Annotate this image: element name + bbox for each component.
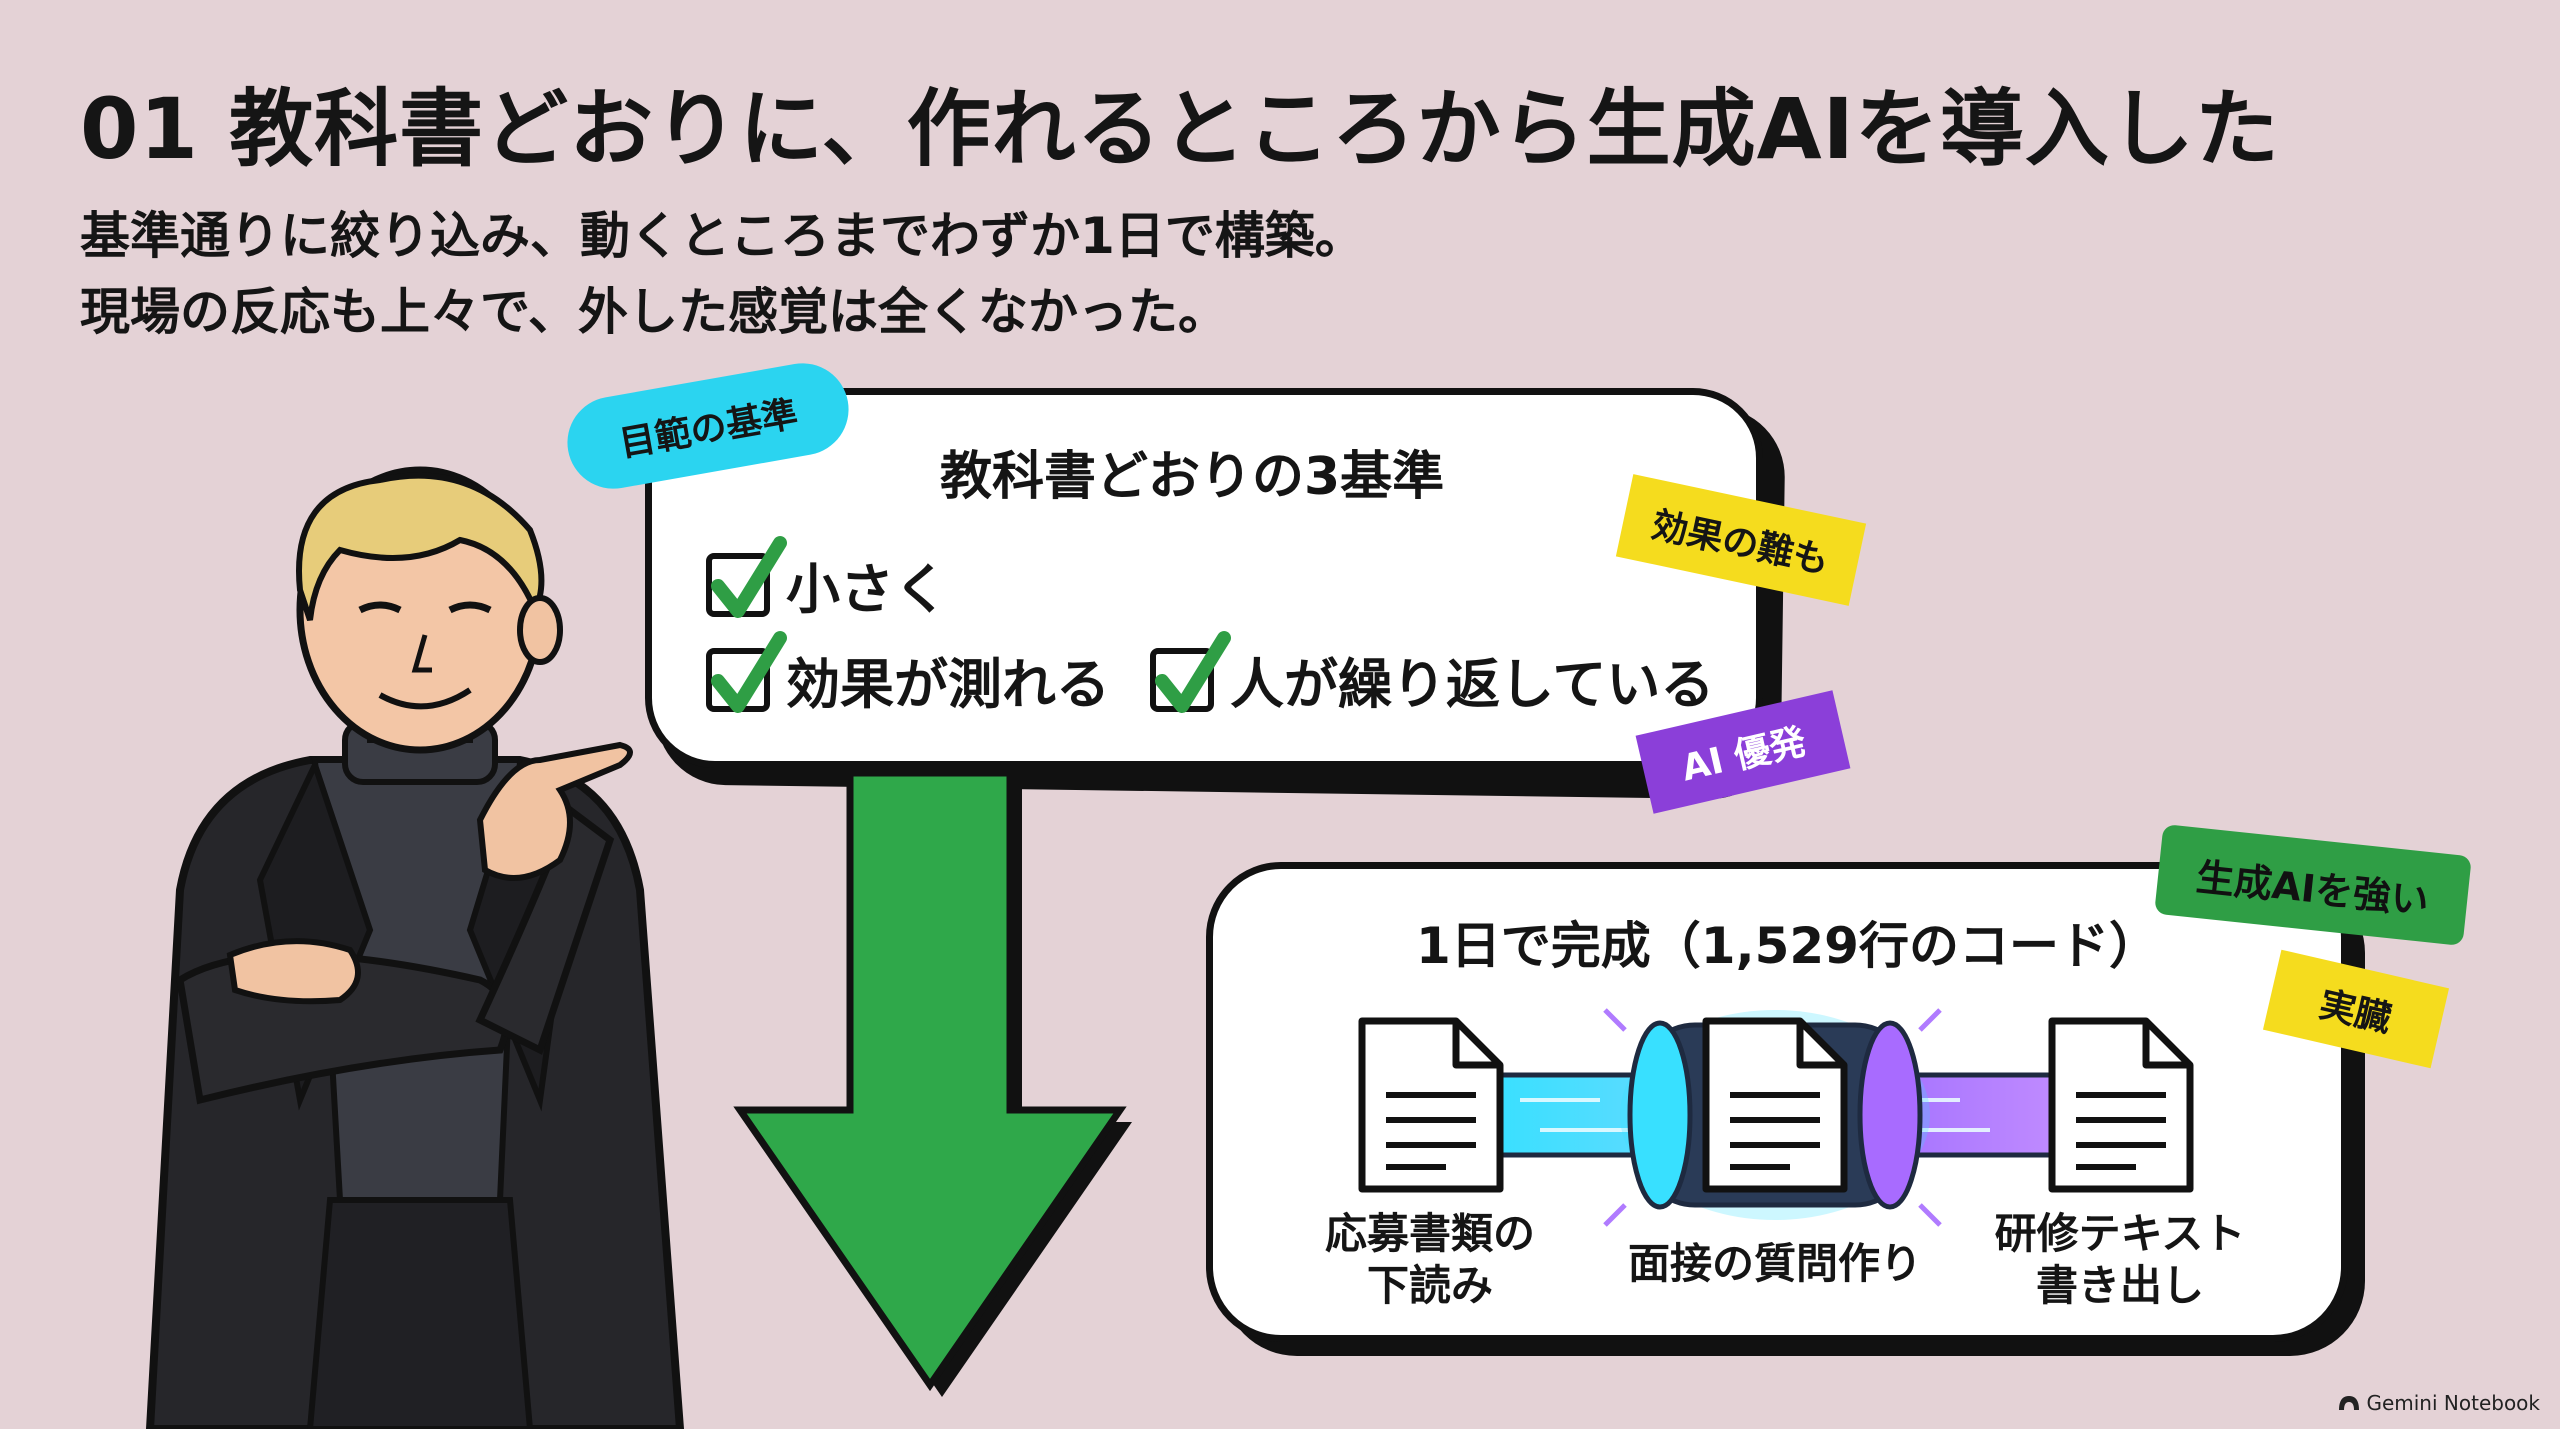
page-title: 01 教科書どおりに、作れるところから生成AIを導入した (80, 80, 2280, 178)
checkmark-icon (706, 630, 787, 713)
logo-icon (2339, 1396, 2360, 1410)
document-icon (2048, 1017, 2194, 1193)
criteria-item-small: 小さく (706, 535, 948, 624)
criteria-item-label: 小さく (786, 558, 948, 621)
logo-text: Gemini Notebook (2366, 1391, 2540, 1415)
criteria-item-label: 人が繰り返している (1230, 653, 1715, 716)
doc-label-application-review: 応募書類の 下読み (1324, 1209, 1535, 1310)
document-icon (1702, 1017, 1848, 1193)
checkmark-icon (1150, 630, 1231, 713)
criteria-card-title: 教科書どおりの3基準 (940, 447, 1445, 507)
down-arrow-icon (733, 769, 1132, 1397)
checkmark-icon (706, 535, 787, 618)
result-card-title: 1日で完成（1,529行のコード） (1416, 917, 2159, 975)
footer-logo: Gemini Notebook (2338, 1391, 2540, 1415)
document-icon (1358, 1017, 1504, 1193)
subtitle-line-2: 現場の反応も上々で、外した感覚は全くなかった。 (80, 283, 1228, 341)
doc-label-interview-questions: 面接の質問作り (1627, 1239, 1922, 1288)
person-illustration (145, 466, 685, 1429)
doc-label-training-text: 研修テキスト 書き出し (1994, 1209, 2246, 1310)
criteria-item-repetitive: 人が繰り返している (1150, 630, 1715, 719)
criteria-item-label: 効果が測れる (786, 653, 1110, 716)
criteria-item-measurable: 効果が測れる (706, 630, 1110, 719)
subtitle-line-1: 基準通りに絞り込み、動くところまでわずか1日で構築。 (80, 207, 1365, 265)
